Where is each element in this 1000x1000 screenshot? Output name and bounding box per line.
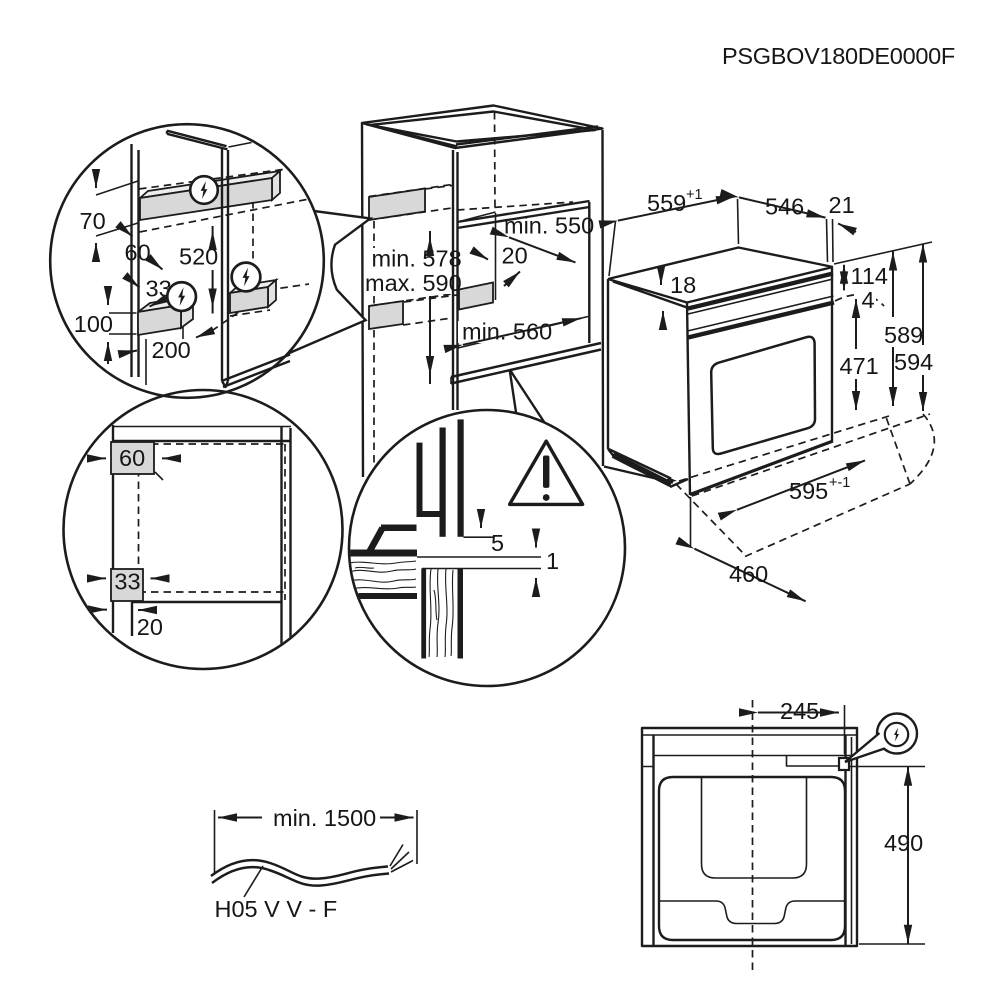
svg-text:H05 V V - F: H05 V V - F <box>215 896 338 922</box>
svg-text:20: 20 <box>502 243 528 269</box>
svg-text:100: 100 <box>74 311 113 337</box>
svg-text:max. 590: max. 590 <box>365 270 462 296</box>
svg-text:60: 60 <box>125 240 151 266</box>
svg-text:200: 200 <box>152 337 191 363</box>
svg-text:490: 490 <box>884 830 923 856</box>
svg-text:PSGBOV180DE0000F: PSGBOV180DE0000F <box>722 43 955 69</box>
svg-text:520: 520 <box>179 244 218 270</box>
svg-text:+1: +1 <box>686 187 703 203</box>
svg-text:114: 114 <box>851 263 888 289</box>
svg-text:1: 1 <box>546 548 559 574</box>
svg-text:33: 33 <box>114 569 140 595</box>
svg-text:+-1: +-1 <box>829 475 850 491</box>
svg-text:21: 21 <box>829 192 855 218</box>
svg-text:5: 5 <box>491 530 504 556</box>
svg-text:min. 1500: min. 1500 <box>273 805 376 831</box>
svg-text:60: 60 <box>119 445 145 471</box>
svg-text:4: 4 <box>862 287 875 313</box>
svg-text:min. 578: min. 578 <box>372 246 462 272</box>
svg-text:589: 589 <box>884 322 923 348</box>
svg-text:20: 20 <box>137 614 163 640</box>
svg-text:559: 559 <box>647 190 686 216</box>
svg-text:245: 245 <box>780 698 819 724</box>
svg-text:460: 460 <box>729 561 768 587</box>
svg-text:18: 18 <box>670 272 696 298</box>
svg-text:min. 560: min. 560 <box>462 319 552 345</box>
svg-text:594: 594 <box>894 349 933 375</box>
svg-text:min. 550: min. 550 <box>504 213 594 239</box>
svg-text:70: 70 <box>80 208 106 234</box>
svg-text:546: 546 <box>765 194 804 220</box>
svg-text:471: 471 <box>840 353 879 379</box>
